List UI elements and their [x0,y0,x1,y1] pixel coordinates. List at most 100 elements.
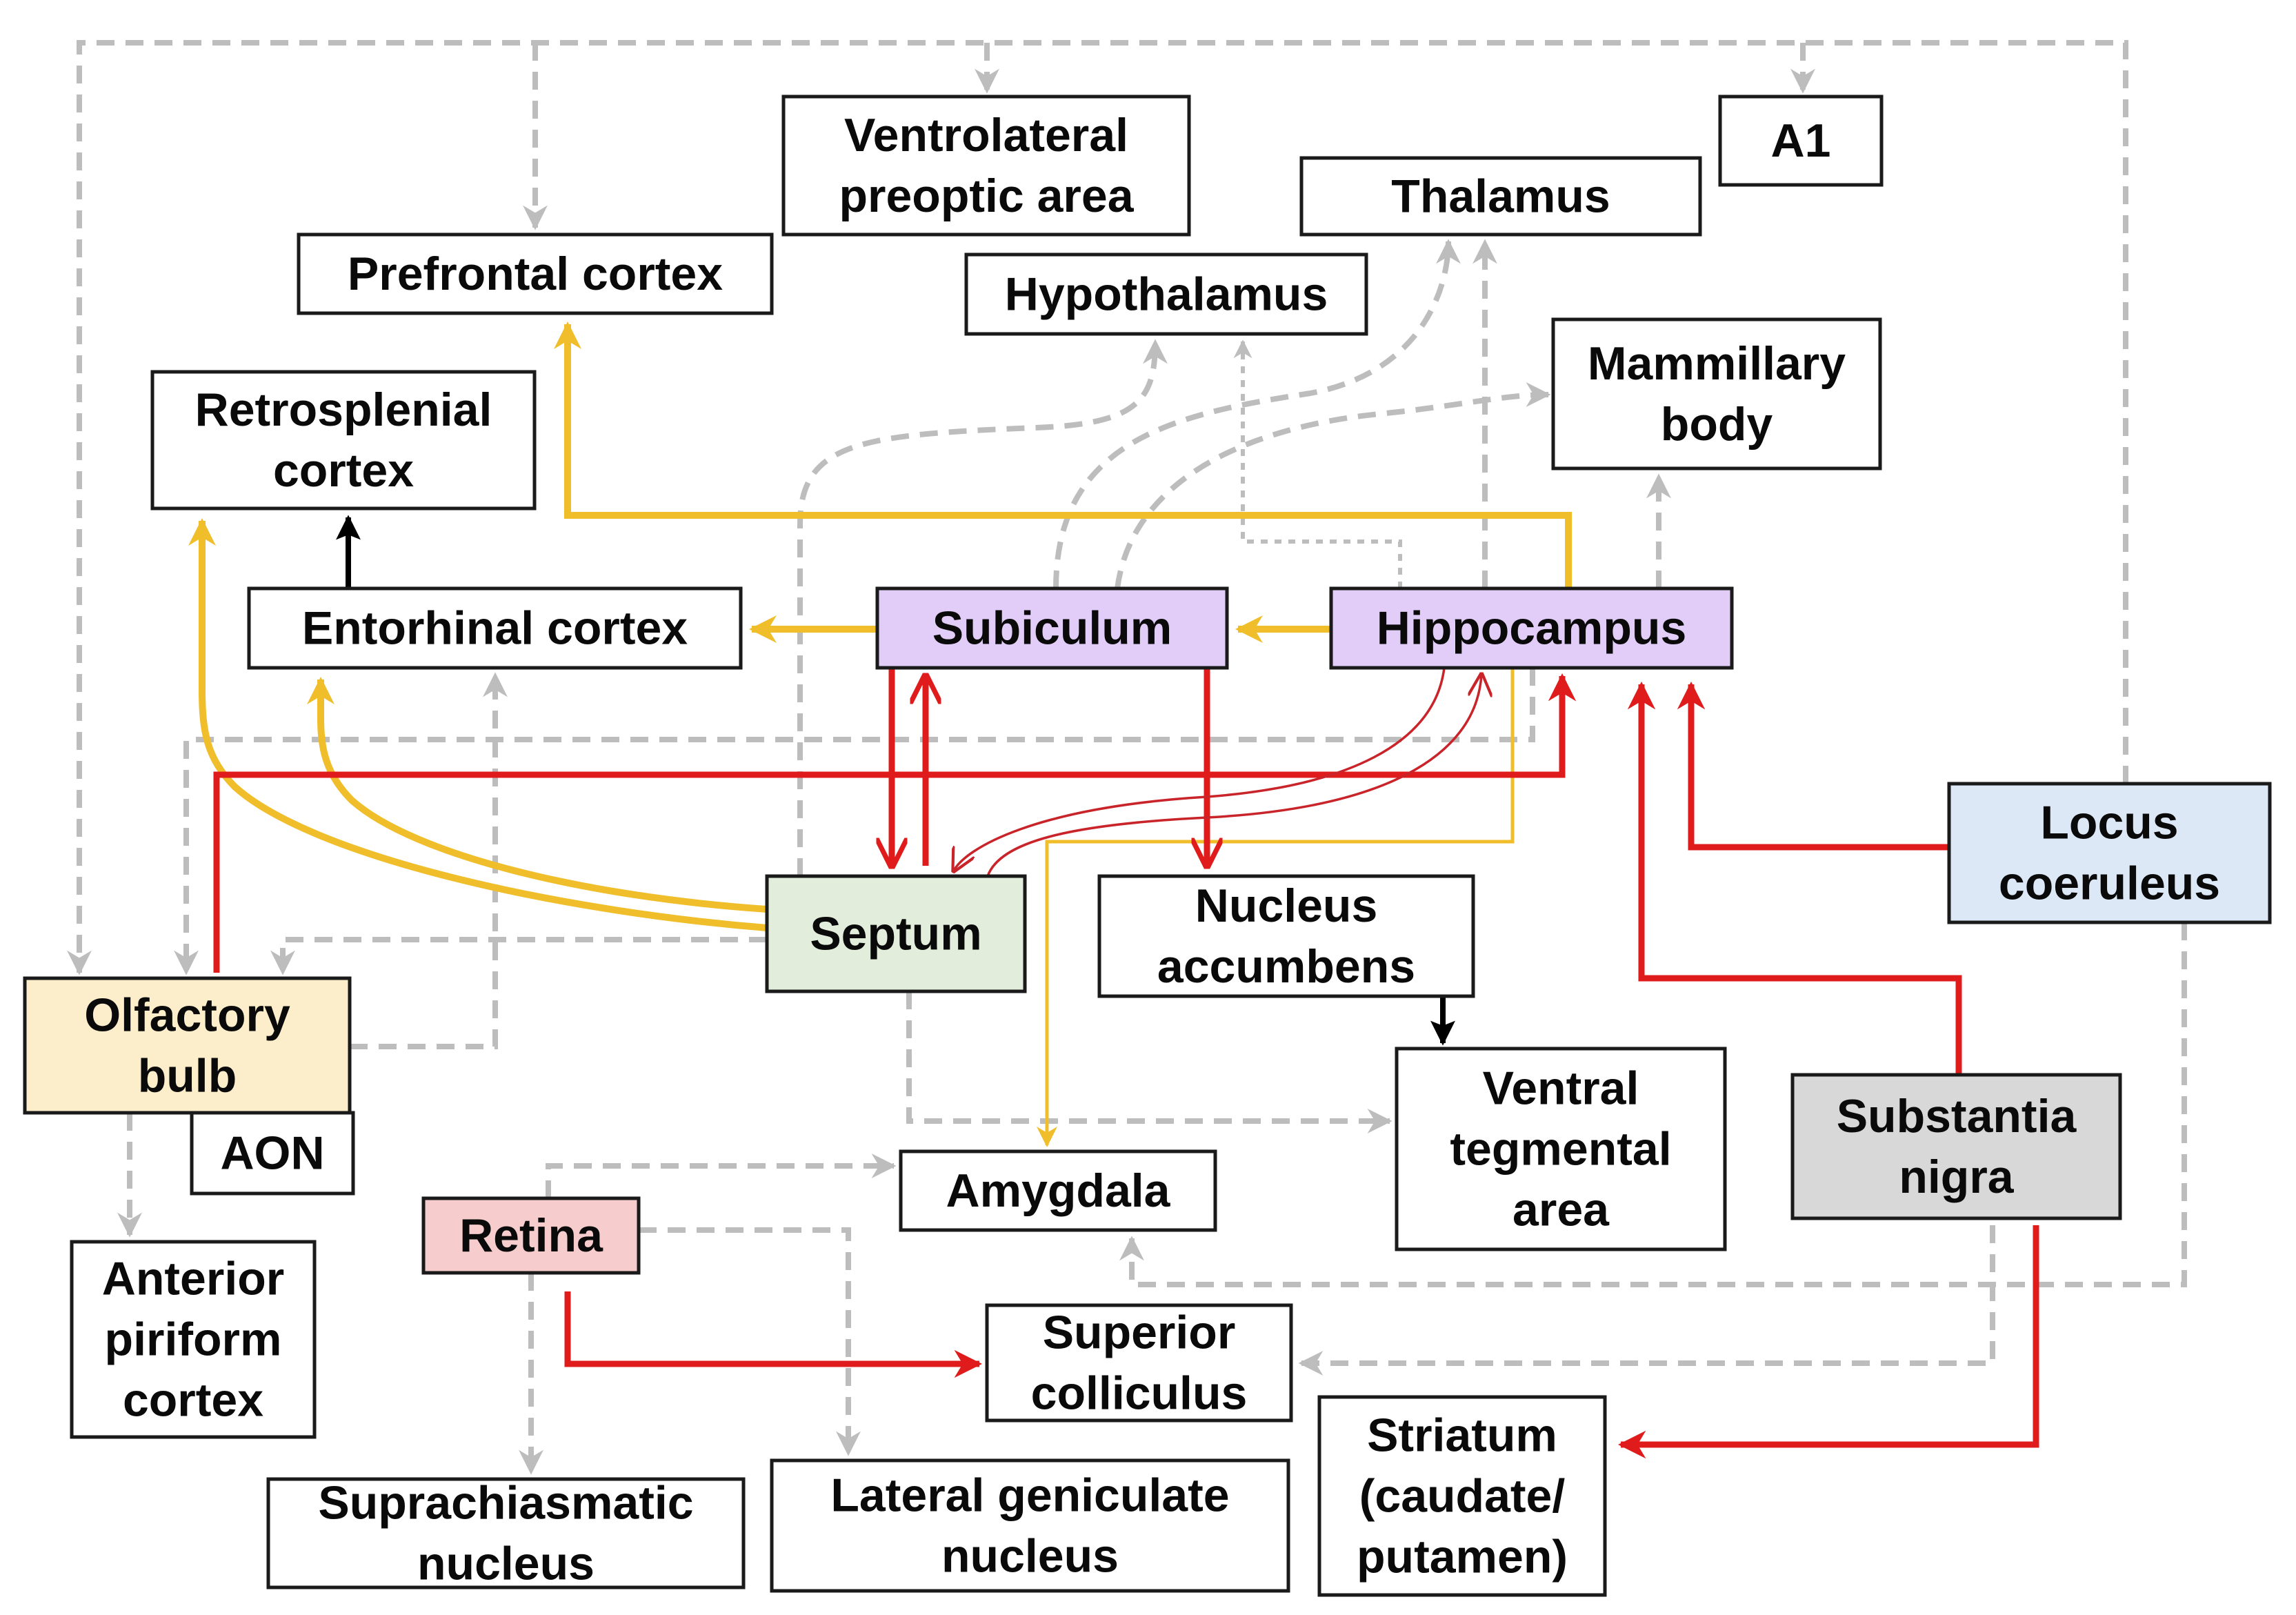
node-label: Hippocampus [1377,602,1687,655]
node-label: colliculus [1031,1367,1248,1420]
node-hypothalamus: Hypothalamus [964,252,1368,336]
node-prefrontal: Prefrontal cortex [297,232,774,315]
node-label: cortex [273,444,414,497]
node-label: accumbens [1157,940,1415,993]
node-box [23,976,352,1115]
node-septum: Septum [765,874,1027,993]
node-label: Hypothalamus [1005,268,1328,321]
node-label: Substantia [1837,1090,2077,1142]
node-box [964,252,1368,336]
node-box [770,1458,1290,1593]
node-mammillary: Mammillary body [1551,317,1882,470]
node-retrosplenial: Retrosplenial cortex [150,370,537,511]
node-box [190,1111,355,1196]
node-box [781,95,1191,237]
node-label: putamen) [1357,1531,1568,1583]
node-label: coeruleus [1999,858,2220,910]
node-label: nigra [1899,1151,2014,1203]
node-label: Locus [2040,797,2178,849]
node-box [266,1477,746,1589]
node-label: Retina [459,1209,603,1262]
node-hippocampus: Hippocampus [1329,586,1734,670]
node-label: Lateral geniculate [830,1469,1229,1522]
node-box [1395,1047,1727,1251]
edge-retina-to-amygdala [546,1153,897,1198]
node-box [1097,874,1475,998]
node-locus: Locus coeruleus [1947,782,2272,924]
node-box [1551,317,1882,470]
node-box [765,874,1027,993]
edge-hippocampus-to-amygdala [1037,668,1515,1147]
node-label: A1 [1771,115,1831,167]
node-thalamus: Thalamus [1299,156,1702,237]
node-label: Nucleus [1195,880,1378,932]
node-accumbens: Nucleus accumbens [1097,874,1475,998]
edge-locus-to-cortex-loop [67,40,2128,975]
node-box [70,1240,317,1439]
node-label: Olfactory [84,989,290,1042]
node-piriform: Anterior piriform cortex [70,1240,317,1439]
node-label: AON [220,1127,324,1180]
node-amygdala: Amygdala [899,1149,1217,1232]
node-box [1299,156,1702,237]
node-label: Ventrolateral [844,109,1128,161]
node-box [1718,95,1884,187]
edge-hippocampus-to-prefrontal [554,321,1572,588]
edge-locus-to-hippocampus [1677,681,1949,851]
edge-septum-to-hippocampus [986,675,1481,877]
node-label: Anterior [102,1253,284,1305]
edge-retina-to-lgn [639,1227,861,1456]
edge-hippocampus-to-hypothalamus [1233,339,1402,588]
node-label: Suprachiasmatic [318,1477,693,1529]
node-label: piriform [105,1314,282,1366]
node-retina: Retina [421,1196,641,1275]
nodes-layer: Prefrontal cortex Ventrolateral preoptic a… [23,95,2272,1597]
node-label: Prefrontal cortex [348,248,723,300]
node-label: Subiculum [932,602,1172,655]
edge-nigra-to-striatum [1617,1225,2039,1459]
node-label: Thalamus [1391,170,1610,223]
edge-locus-to-amygdala [1119,922,2187,1287]
node-olfactory: Olfactory bulb [23,976,352,1115]
node-label: bulb [138,1050,237,1102]
node-a1: A1 [1718,95,1884,187]
node-aon: AON [190,1111,355,1196]
node-nigra: Substantia nigra [1790,1073,2122,1220]
node-box [899,1149,1217,1232]
node-label: Mammillary [1588,337,1846,390]
edge-septum-to-hypothalamus [797,339,1168,876]
node-box [1329,586,1734,670]
edge-septum-to-olfactory [270,937,767,975]
node-label: cortex [123,1374,263,1427]
node-box [1317,1395,1607,1597]
edge-olfactory-to-hippocampus [213,673,1577,973]
edge-nigra-to-colliculus [1298,1225,1995,1376]
node-label: preoptic area [839,170,1134,222]
node-label: Amygdala [946,1165,1171,1217]
node-label: Retrosplenial [195,384,492,436]
edge-nigra-to-hippocampus [1627,681,1962,1075]
node-label: Septum [810,908,981,960]
node-label: Entorhinal cortex [302,602,688,655]
node-box [297,232,774,315]
node-label: (caudate/ [1359,1470,1566,1523]
node-box [150,370,537,511]
node-entorhinal: Entorhinal cortex [247,586,743,670]
edge-septum-to-entorhinal [307,677,768,913]
node-label: body [1661,398,1773,450]
node-label: tegmental [1450,1123,1671,1176]
node-subiculum: Subiculum [875,586,1229,670]
edge-subiculum-to-thalamus [1053,239,1461,589]
edge-hippocampus-to-septum [954,667,1446,871]
edge-olfactory-to-entorhinal [350,672,508,1049]
node-box [875,586,1229,670]
node-box [421,1196,641,1275]
edges-layer [67,40,2187,1475]
node-label: Striatum [1367,1409,1557,1462]
edge-retina-to-colliculus [564,1291,983,1378]
node-box [1947,782,2272,924]
